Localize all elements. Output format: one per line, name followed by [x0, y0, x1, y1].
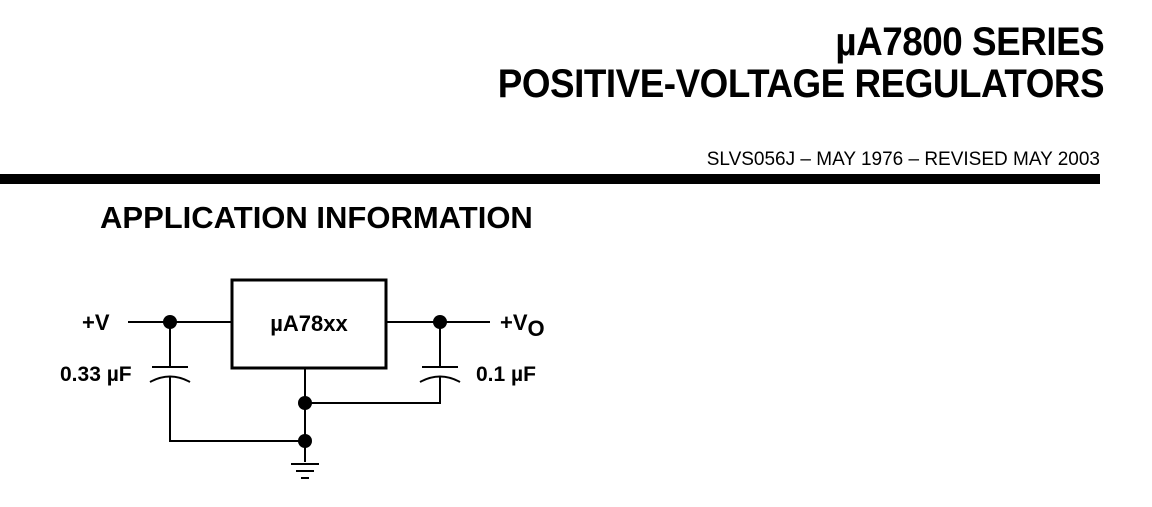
output-cap-plate-bottom	[419, 375, 461, 383]
document-id: SLVS056J – MAY 1976 – REVISED MAY 2003	[706, 149, 1100, 170]
document-subtitle: POSITIVE-VOLTAGE REGULATORS	[497, 62, 1105, 106]
input-voltage-label: +V	[82, 310, 110, 335]
document-title: µA7800 SERIES	[835, 20, 1104, 64]
regulator-label: µA78xx	[270, 311, 348, 336]
output-voltage-label-main: +V	[500, 310, 528, 335]
ground-junction-dot-upper	[298, 396, 312, 410]
output-voltage-label-subscript: O	[528, 316, 545, 341]
ground-junction-dot-lower	[298, 434, 312, 448]
input-junction-dot	[163, 315, 177, 329]
input-capacitor-label: 0.33 µF	[60, 363, 132, 386]
ground-symbol	[291, 463, 319, 479]
input-cap-plate-bottom	[149, 375, 191, 383]
section-heading: APPLICATION INFORMATION	[100, 200, 533, 235]
output-capacitor-label: 0.1 µF	[476, 363, 536, 386]
regulator-block	[230, 278, 388, 370]
header-rule	[0, 174, 1100, 184]
output-voltage-label: +VO	[500, 310, 545, 341]
input-cap-ground-wire	[169, 377, 305, 442]
output-junction-dot	[433, 315, 447, 329]
output-cap-ground-wire	[305, 377, 441, 404]
